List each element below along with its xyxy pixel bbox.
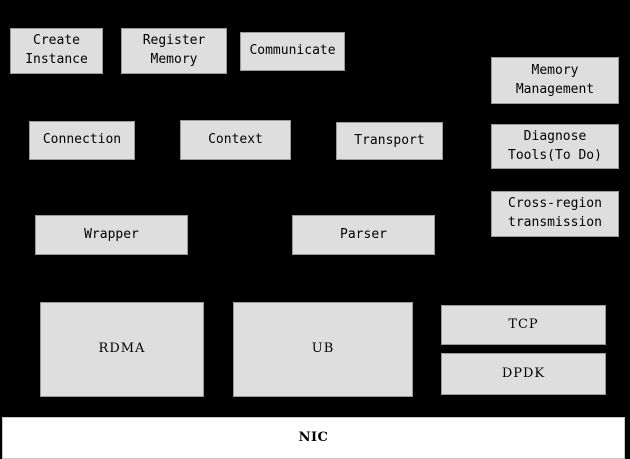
block-tcp: TCP [441, 305, 606, 345]
block-label-parser: Parser [340, 226, 387, 242]
block-label-dpdk: DPDK [501, 365, 546, 381]
block-label-rdma: RDMA [98, 341, 146, 357]
block-nic: NIC [2, 417, 625, 459]
block-label-ub: UB [311, 341, 335, 357]
block-cross-region: Cross-region transmission [491, 191, 619, 237]
block-memory-management: Memory Management [491, 57, 619, 104]
block-label-register-memory: Register Memory [142, 33, 206, 67]
block-label-transport: Transport [354, 132, 425, 148]
block-wrapper: Wrapper [35, 215, 188, 255]
block-dpdk: DPDK [441, 353, 606, 395]
block-ub: UB [233, 302, 413, 397]
block-label-tcp: TCP [508, 316, 539, 332]
block-connection: Connection [29, 121, 135, 160]
block-label-cross-region: Cross-region transmission [508, 196, 602, 230]
block-label-diagnose-tools: Diagnose Tools(To Do) [508, 128, 602, 163]
block-label-memory-management: Memory Management [515, 62, 595, 97]
block-label-connection: Connection [42, 132, 122, 148]
block-transport: Transport [336, 122, 443, 160]
block-context: Context [180, 120, 291, 160]
block-register-memory: Register Memory [121, 28, 227, 74]
block-label-create-instance: Create Instance [25, 33, 88, 67]
block-rdma: RDMA [40, 302, 204, 397]
block-label-wrapper: Wrapper [84, 226, 139, 242]
block-label-context: Context [208, 131, 263, 147]
block-label-communicate: Communicate [249, 43, 336, 59]
block-diagnose-tools: Diagnose Tools(To Do) [491, 124, 619, 169]
block-parser: Parser [292, 215, 435, 255]
block-create-instance: Create Instance [10, 28, 103, 74]
block-communicate: Communicate [240, 32, 345, 71]
block-label-nic: NIC [298, 429, 329, 445]
